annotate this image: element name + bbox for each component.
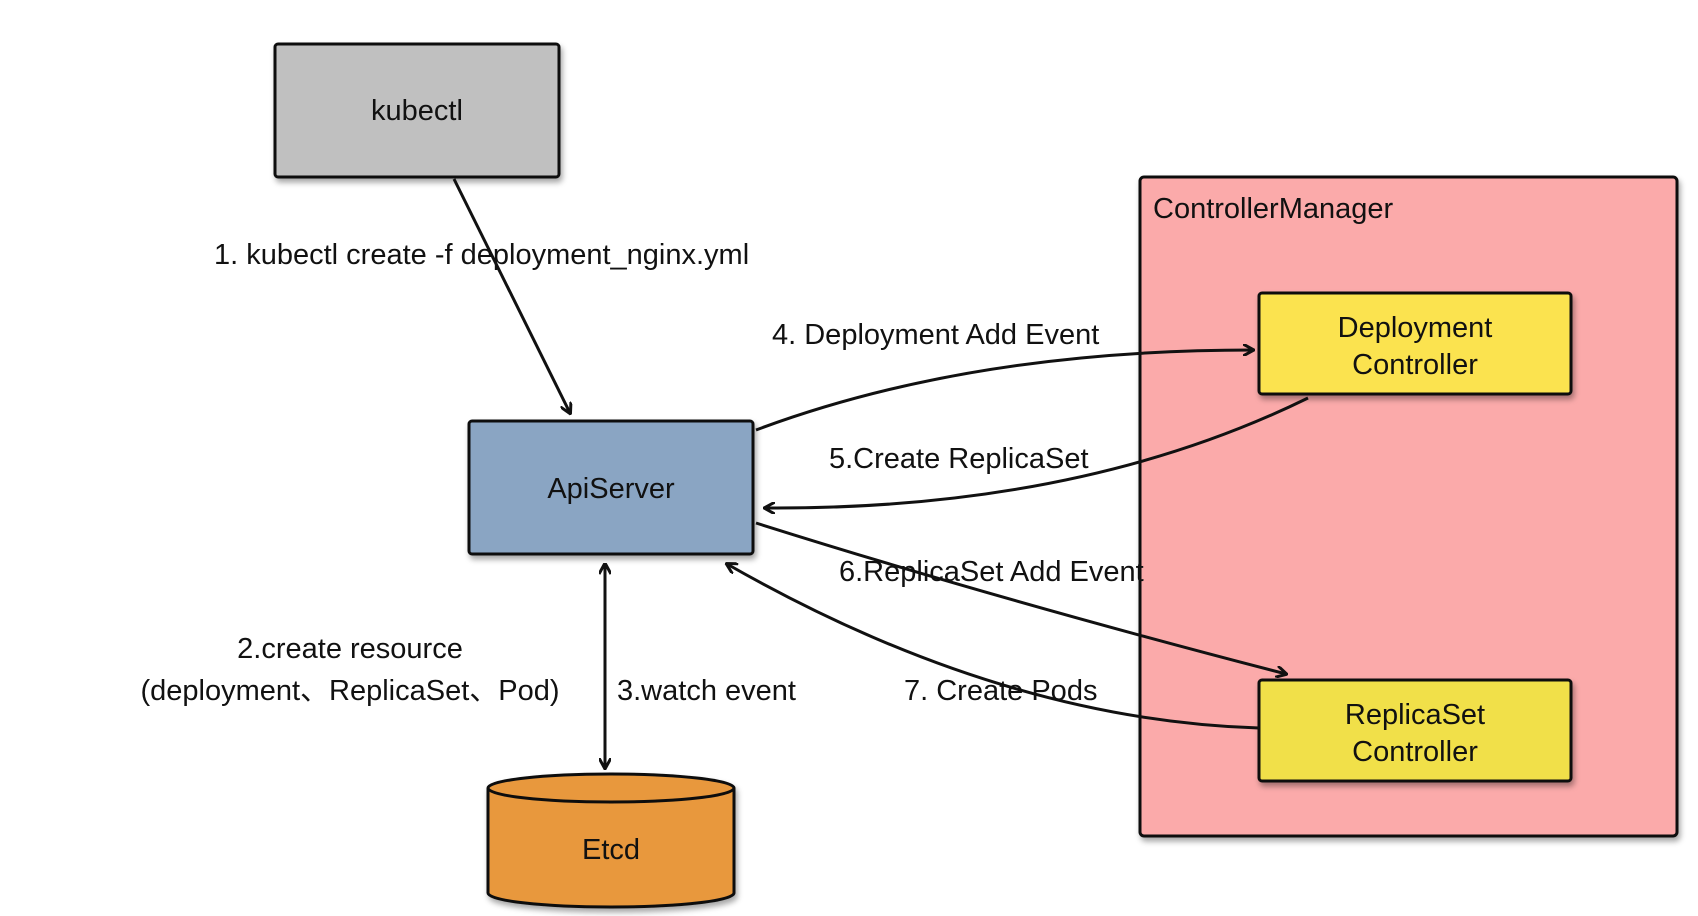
deployment-controller-box: [1257, 291, 1573, 396]
replicaset-controller-label-line2: Controller: [1352, 736, 1478, 768]
edge-step7-label: 7. Create Pods: [904, 675, 1097, 707]
edge-step1-arrow: [452, 178, 570, 413]
edge-step2-label-line2: (deployment、ReplicaSet、Pod): [140, 675, 559, 707]
edge-step5-label: 5.Create ReplicaSet: [829, 443, 1089, 475]
edge-step7-arrow: [727, 564, 1260, 730]
edge-step5-arrow: [765, 396, 1309, 508]
kubectl-box: [273, 42, 561, 179]
edge-step6-label: 6.ReplicaSet Add Event: [839, 556, 1144, 588]
apiserver-box: [467, 419, 755, 556]
replicaset-controller-label-line1: ReplicaSet: [1345, 699, 1485, 731]
deployment-controller-label-line2: Controller: [1352, 349, 1478, 381]
etcd-label: Etcd: [582, 834, 640, 866]
controller-manager-label: ControllerManager: [1153, 193, 1394, 225]
etcd-cylinder: [486, 772, 736, 909]
deployment-controller-label-line1: Deployment: [1338, 312, 1493, 344]
apiserver-label: ApiServer: [547, 473, 675, 505]
edge-step3-label: 3.watch event: [617, 675, 796, 707]
edge-step4-arrow: [755, 350, 1253, 432]
kubectl-label: kubectl: [371, 95, 463, 127]
edge-step2-label-line1: 2.create resource: [237, 633, 463, 665]
replicaset-controller-box: [1257, 678, 1573, 783]
edge-step6-arrow: [755, 521, 1286, 674]
edge-step1-label: 1. kubectl create -f deployment_nginx.ym…: [214, 239, 749, 271]
edge-step4-label: 4. Deployment Add Event: [772, 319, 1099, 351]
